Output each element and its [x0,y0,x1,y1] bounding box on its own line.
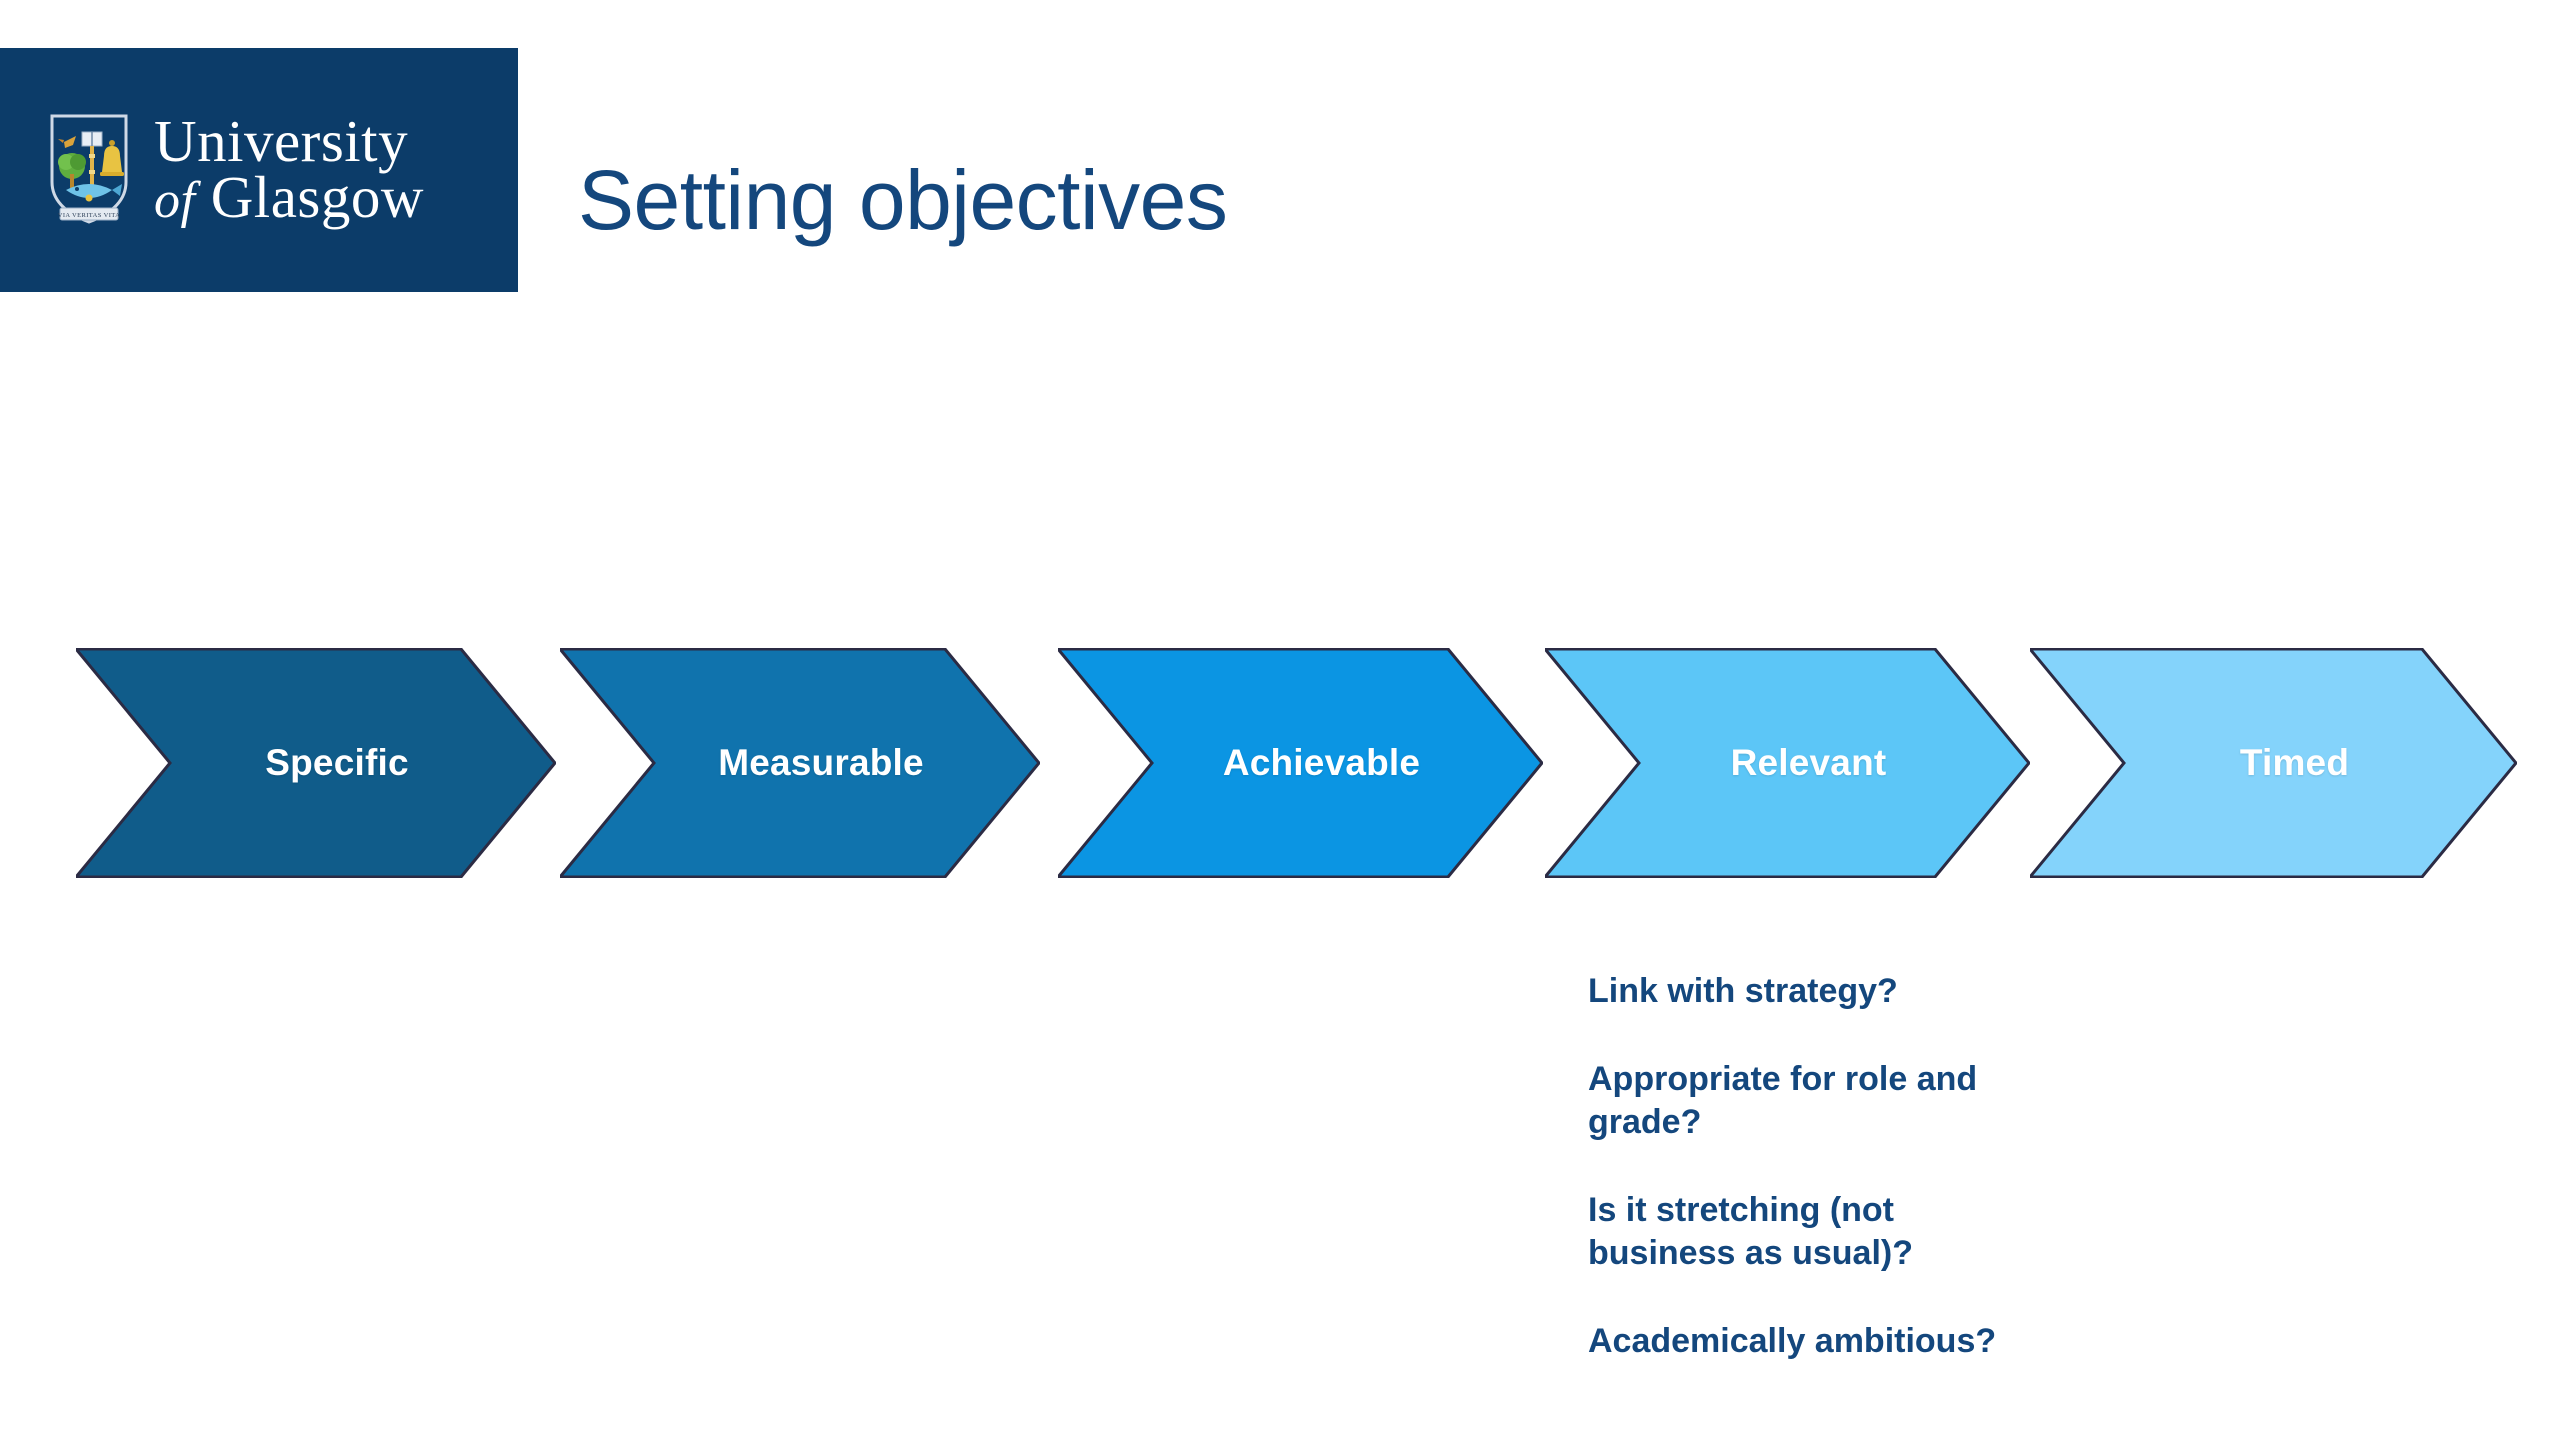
page-title: Setting objectives [578,153,1228,248]
list-item: Academically ambitious? [1588,1321,1997,1360]
list-item: Appropriate for role and grade? [1588,1059,1978,1142]
process-step-label: Achievable [1222,742,1421,783]
chevron-shape-icon [1058,648,1543,878]
svg-text:VIA VERITAS VITA: VIA VERITAS VITA [58,212,121,219]
smart-objectives-chevron-process: Specific Measurable Achievable Relevant [0,648,2560,878]
relevant-criteria-list: Link with strategy? Appropriate for role… [1588,970,2008,1363]
chevron-shape-icon [560,648,1040,878]
wordmark-of: of [154,171,196,229]
process-step-specific[interactable]: Specific [76,648,556,878]
chevron-shape-icon [76,648,556,878]
chevron-shape-icon [1545,648,2030,878]
university-logo-banner: VIA VERITAS VITA University of Glasgow [0,48,518,292]
process-step-measurable[interactable]: Measurable [560,648,1040,878]
wordmark-line-glasgow: of Glasgow [154,167,424,229]
process-step-timed[interactable]: Timed [2030,648,2517,878]
process-step-achievable[interactable]: Achievable [1058,648,1543,878]
university-crest-icon: VIA VERITAS VITA [50,114,128,224]
process-step-relevant[interactable]: Relevant [1545,648,2030,878]
university-wordmark: University of Glasgow [154,108,424,229]
wordmark-line-university: University [154,108,409,175]
wordmark-glasgow: Glasgow [210,163,424,230]
list-item: Is it stretching (not business as usual)… [1588,1190,1913,1273]
chevron-shape-icon [2030,648,2517,878]
list-item: Link with strategy? [1588,972,1898,1010]
process-step-label: Measurable [718,742,924,783]
process-step-label: Timed [2239,742,2350,783]
process-step-label: Specific [265,742,409,783]
process-step-label: Relevant [1730,742,1887,783]
